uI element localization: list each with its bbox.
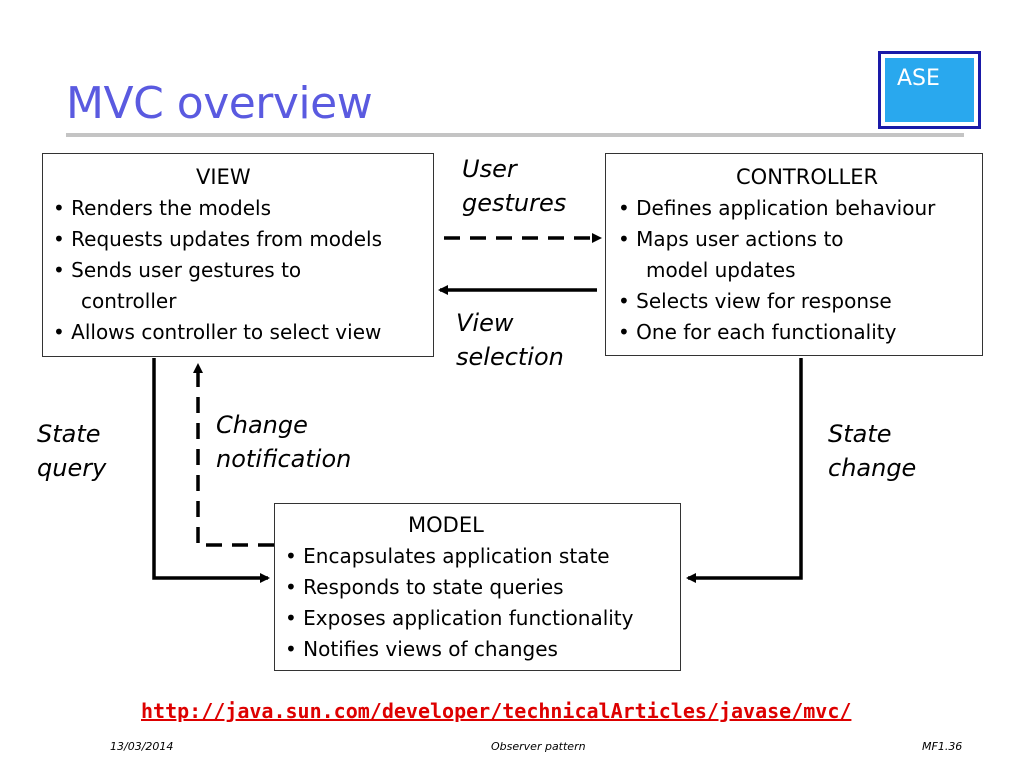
view-header: VIEW	[196, 165, 251, 189]
list-item: controller	[81, 289, 177, 313]
view-selection-label: View selection	[456, 309, 564, 371]
title-divider	[66, 133, 964, 137]
mvc-article-link[interactable]: http://java.sun.com/developer/technicalA…	[141, 699, 852, 723]
controller-header: CONTROLLER	[736, 165, 879, 189]
state-query-label: State query	[37, 420, 107, 482]
footer-title: Observer pattern	[491, 740, 586, 753]
footer-date: 13/03/2014	[110, 740, 174, 753]
ase-logo: ASE	[878, 51, 981, 129]
model-box: MODEL • Encapsulates application state •…	[274, 503, 681, 671]
controller-box: CONTROLLER • Defines application behavio…	[605, 153, 983, 356]
view-responsibilities: • Renders the models • Requests updates …	[53, 193, 433, 348]
footer-page-number: MF1.36	[922, 740, 963, 753]
model-header: MODEL	[408, 513, 484, 537]
change-notification-label: Change notification	[216, 411, 352, 473]
list-item: • Defines application behaviour	[618, 196, 936, 220]
model-responsibilities: • Encapsulates application state • Respo…	[285, 541, 680, 665]
list-item: • Maps user actions to	[618, 227, 844, 251]
list-item: • One for each functionality	[618, 320, 897, 344]
state-change-arrow	[686, 358, 803, 583]
list-item: model updates	[646, 258, 796, 282]
list-item: • Sends user gestures to	[53, 258, 302, 282]
list-item: • Requests updates from models	[53, 227, 383, 251]
list-item: • Selects view for response	[618, 289, 892, 313]
list-item: • Notifies views of changes	[285, 637, 558, 661]
controller-responsibilities: • Defines application behaviour • Maps u…	[618, 193, 982, 348]
view-box: VIEW • Renders the models • Requests upd…	[42, 153, 434, 357]
list-item: • Responds to state queries	[285, 575, 564, 599]
list-item: • Allows controller to select view	[53, 320, 382, 344]
change-notification-arrow	[193, 363, 274, 547]
list-item: • Renders the models	[53, 196, 272, 220]
state-change-label: State change	[828, 420, 917, 482]
list-item: • Exposes application functionality	[285, 606, 634, 630]
list-item: • Encapsulates application state	[285, 544, 610, 568]
slide-title: MVC overview	[66, 78, 373, 129]
user-gestures-label: User gestures	[462, 155, 567, 217]
ase-logo-text: ASE	[885, 58, 974, 122]
state-query-arrow	[152, 358, 270, 583]
